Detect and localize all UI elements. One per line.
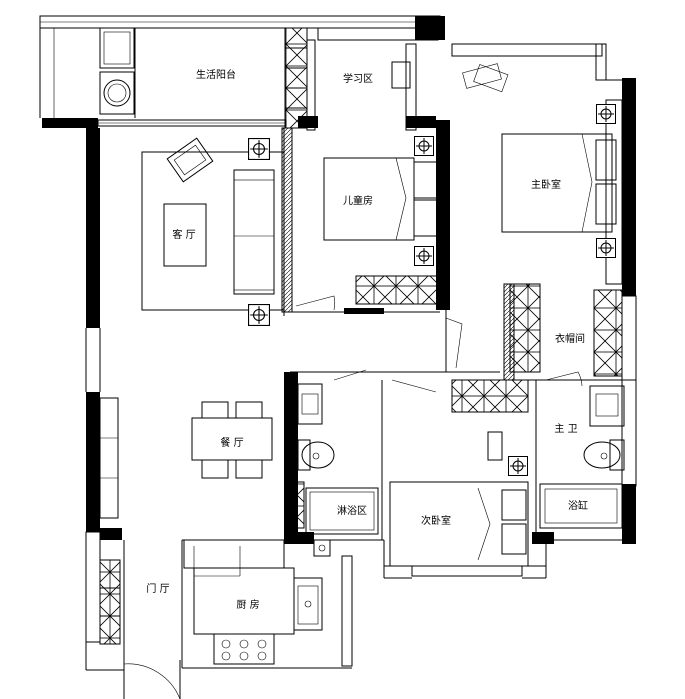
room-labels: 生活阳台 学习区 客 厅 儿童房 主卧室 衣帽间 餐 厅 淋浴区 次卧室 主 卫… (146, 68, 588, 611)
master-bedroom-furniture (451, 43, 636, 296)
master-bath-fixtures (532, 295, 637, 544)
label-kitchen: 厨 房 (236, 598, 259, 611)
kids-room-furniture (292, 120, 450, 314)
balcony-area (39, 15, 445, 129)
label-closet: 衣帽间 (555, 332, 585, 345)
second-bedroom-furniture (383, 379, 547, 579)
kitchen-fixtures (181, 539, 353, 669)
left-wall (85, 128, 181, 699)
label-entry: 门 厅 (146, 582, 169, 595)
study-furniture (298, 39, 436, 131)
label-balcony: 生活阳台 (196, 68, 236, 81)
hallway (290, 310, 500, 393)
label-bathtub: 浴缸 (568, 499, 588, 512)
label-second-bedroom: 次卧室 (421, 514, 451, 527)
label-living-room: 客 厅 (172, 228, 195, 241)
closet-furniture (500, 283, 636, 387)
label-shower: 淋浴区 (337, 504, 367, 517)
living-room-furniture (141, 127, 293, 326)
bathroom-fixtures (284, 372, 384, 557)
label-kids-room: 儿童房 (343, 194, 373, 207)
label-master-bedroom: 主卧室 (531, 178, 561, 191)
label-study: 学习区 (343, 72, 373, 85)
label-master-bath: 主 卫 (554, 423, 577, 435)
dining-furniture (191, 401, 273, 479)
label-dining: 餐 厅 (220, 436, 243, 449)
